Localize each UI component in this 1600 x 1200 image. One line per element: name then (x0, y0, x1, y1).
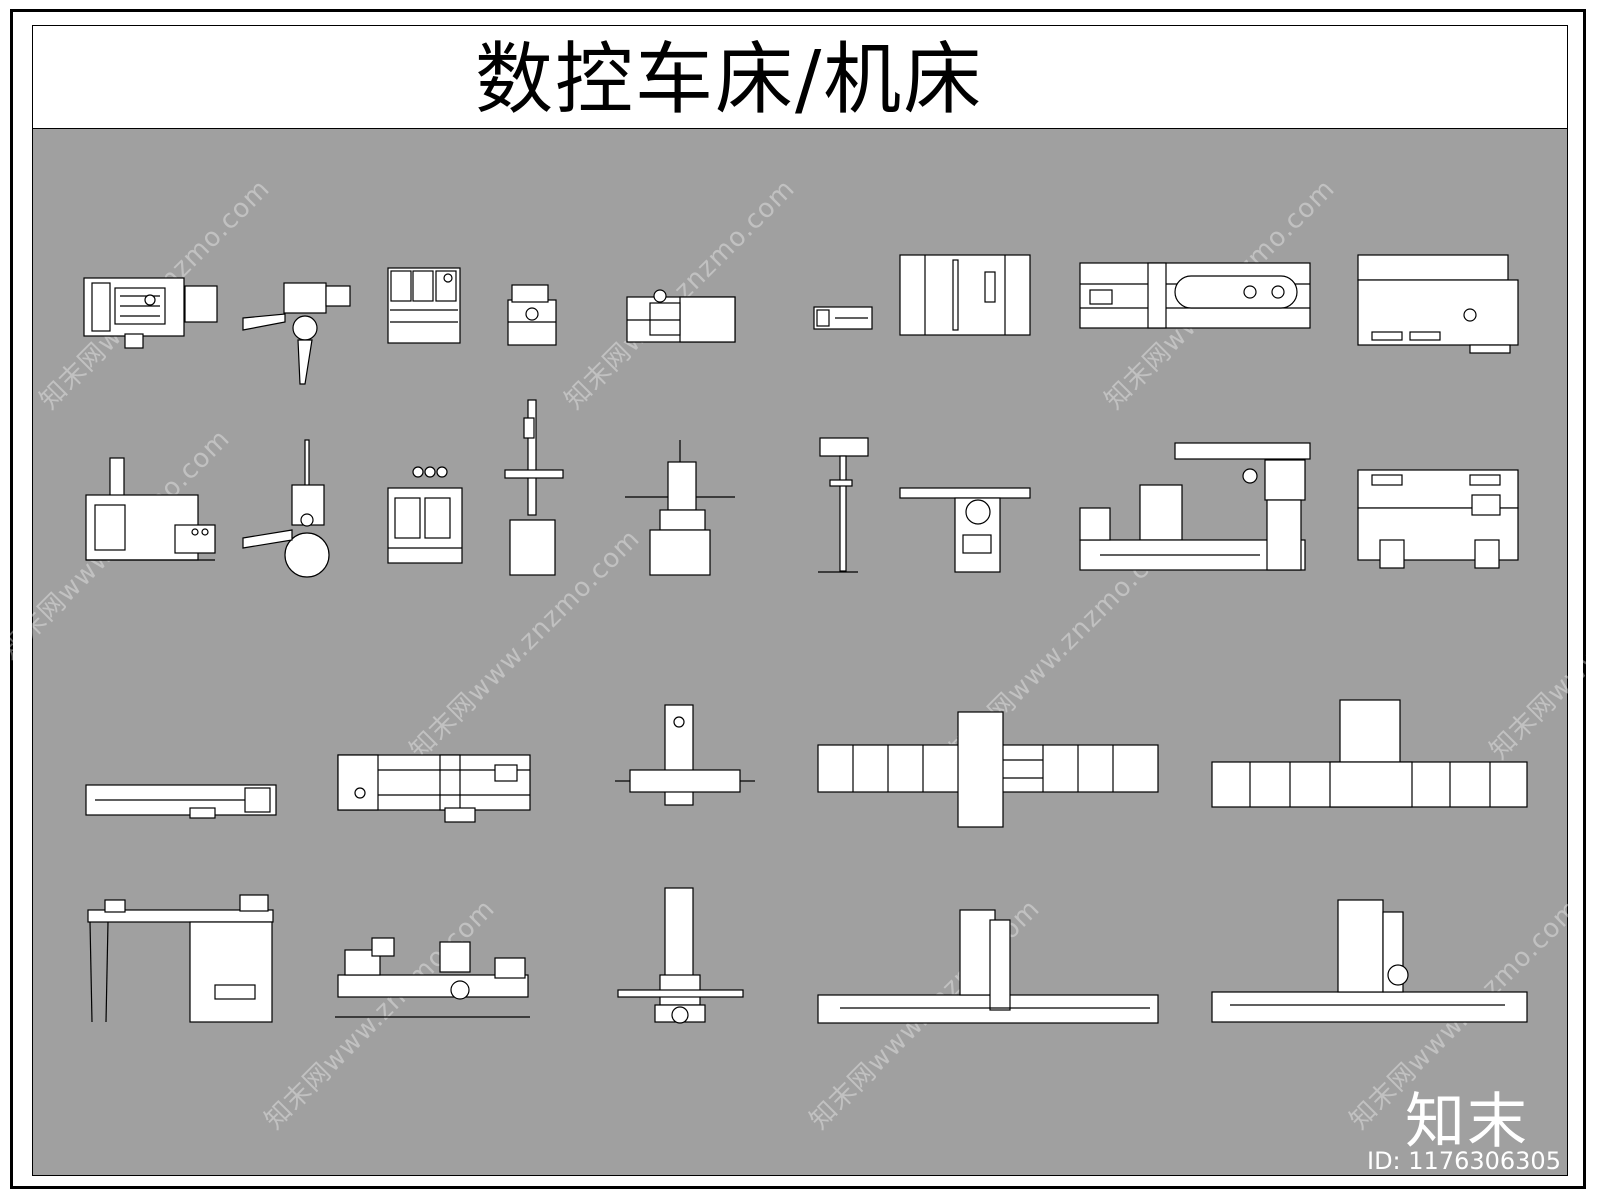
table-saw-top (899, 254, 1031, 336)
engine-lathe-top (337, 754, 531, 823)
cnc-lathe-top (1357, 254, 1519, 354)
small-tool-top (813, 306, 873, 330)
belt-disc-sander (625, 440, 735, 576)
brand-logo: 知末 (1405, 1087, 1529, 1157)
grinder-top (1211, 699, 1528, 808)
title-panel (32, 25, 1568, 128)
generator-set-side (85, 457, 216, 561)
cabinet-unit (387, 267, 461, 344)
page-title: 数控车床/机床 (475, 35, 984, 125)
vertical-mill-side (617, 887, 744, 1024)
lathe-top-view (1079, 262, 1311, 329)
wood-lathe-side (87, 894, 274, 1023)
cnc-lathe-front (1357, 469, 1519, 569)
planer-top (817, 711, 1159, 828)
long-lathe-top (85, 784, 277, 819)
band-sander-top (626, 289, 736, 343)
band-saw (504, 399, 564, 576)
drill-press (818, 437, 869, 573)
hydraulic-unit (387, 466, 463, 564)
milling-machine-top (615, 704, 755, 806)
planer-side (817, 909, 1159, 1024)
table-saw-side (899, 487, 1031, 573)
universal-milling-lathe (1079, 442, 1311, 571)
grinder-side (1211, 899, 1528, 1023)
circular-saw (242, 439, 330, 578)
image-id-label: ID: 1176306305 (1367, 1147, 1561, 1175)
generator-set-top-view (83, 277, 218, 349)
small-box-machine (507, 284, 557, 346)
mini-lathe-side (335, 937, 530, 1018)
angle-grinder (242, 282, 351, 385)
